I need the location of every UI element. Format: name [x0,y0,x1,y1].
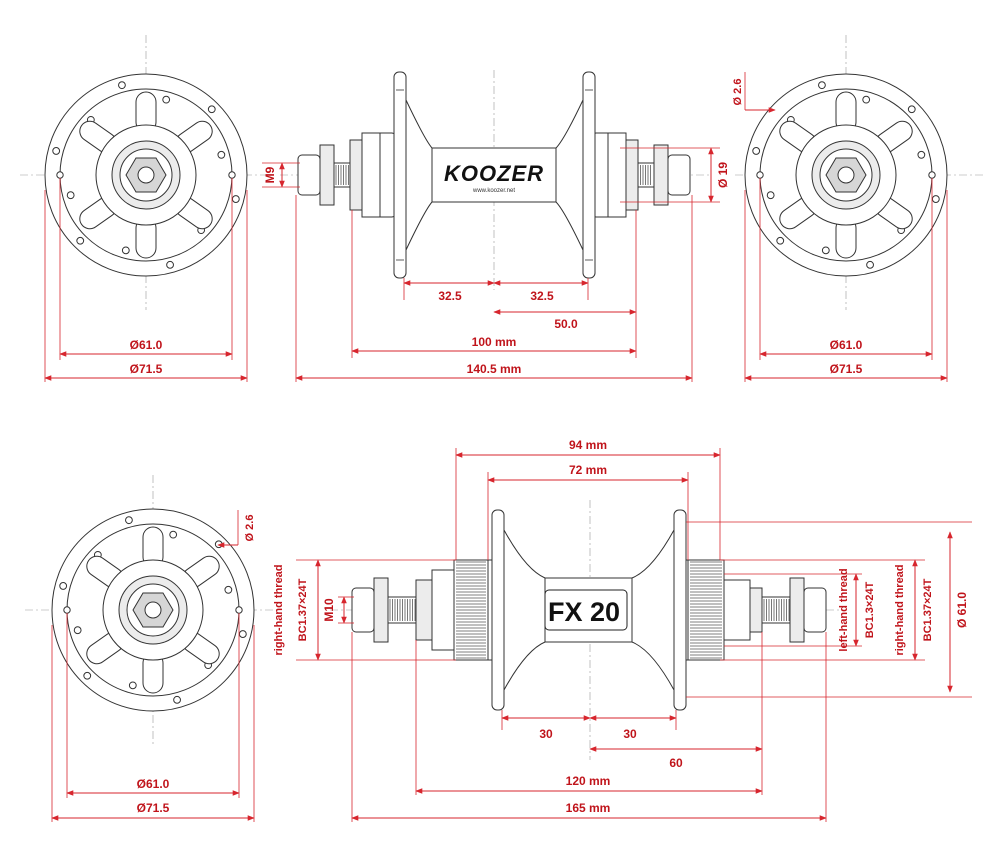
rear-axle-thread-right [763,599,790,621]
spoke-hole [238,630,247,638]
front-axle-thread-left [335,165,349,185]
spoke-hole [162,95,171,104]
spoke-hole [76,236,85,245]
front-axle-thread-label: M9 [263,166,277,183]
front-half-width-label: 50.0 [554,317,578,331]
rear-flange-left-label: 30 [539,727,553,741]
spoke-hole [821,246,830,255]
rear-left-thread-note: right-hand thread [273,564,285,655]
front-right-flange-view: Ø 2.6 Ø61.0 Ø71.5 [732,35,985,382]
front-right-pcd-label: Ø61.0 [830,338,863,352]
rear-right-outer-thread-note: right-hand thread [894,564,906,655]
spoke-hole [224,585,233,594]
spoke-hole [752,147,761,155]
front-flange-left-label: 32.5 [438,289,462,303]
spoke-hole [173,695,181,704]
spoke-hole [766,191,775,200]
rear-spoke-holes [59,516,247,704]
rear-pcd-label: Ø61.0 [137,777,170,791]
fx20-logo: FX 20 [548,597,620,627]
spoke-hole [125,516,133,525]
rear-right-outer-thread-spec: BC1.37×24T [922,578,934,641]
rear-left-threaded-body [456,561,486,659]
rear-cutouts [86,526,220,694]
spoke-hole [83,671,92,680]
rear-axle-thread-left [389,599,416,621]
rear-half-width-label: 60 [669,756,683,770]
rear-left-thread-spec: BC1.37×24T [297,578,309,641]
spoke-hole [917,150,926,159]
front-overlock-label: 100 mm [472,335,517,349]
rear-axle-thread-label: M10 [322,598,336,622]
spoke-hole [128,681,137,690]
front-hub-side-view: KOOZER www.koozer.net M9 Ø 19 32.5 32.5 … [262,70,730,382]
rear-right-inner-thread-note: left-hand thread [838,568,850,651]
koozer-logo: KOOZER [444,161,544,186]
rear-right-inner-thread-spec: BC1.3×24T [864,581,876,638]
spoke-hole [73,626,82,635]
spoke-hole [59,582,68,590]
rear-flange-right-label: 30 [623,727,637,741]
front-body-diameter-label: Ø 19 [716,162,730,188]
spoke-hole [231,195,240,203]
spoke-hole [214,540,223,549]
front-right-hole-label: Ø 2.6 [732,79,744,106]
front-right-outer-label: Ø71.5 [830,362,863,376]
front-axle-length-label: 140.5 mm [467,362,522,376]
front-flange-right-label: 32.5 [530,289,554,303]
spoke-hole [121,246,130,255]
rear-flange-view: Ø 2.6 Ø61.0 Ø71.5 [25,475,280,822]
rear-width-outer-label: 94 mm [569,438,607,452]
spoke-hole [862,95,871,104]
front-left-flange-view: Ø61.0 Ø71.5 [20,35,275,382]
rear-overlock-label: 120 mm [566,774,611,788]
spoke-hole [818,81,826,90]
rear-width-inner-label: 72 mm [569,463,607,477]
spoke-hole [169,530,178,539]
spoke-hole [118,81,126,90]
front-right-spoke-holes [752,81,940,269]
front-left-pcd-label: Ø61.0 [130,338,163,352]
rear-hub-side-view: FX 20 94 mm 72 mm M10 right-hand thread … [273,438,972,822]
koozer-website: www.koozer.net [472,188,515,194]
spoke-hole [166,260,174,269]
spoke-hole [66,191,75,200]
rear-right-threaded-body [690,561,722,659]
front-left-outer-label: Ø71.5 [130,362,163,376]
rear-axle-length-label: 165 mm [566,801,611,815]
spoke-hole [776,236,785,245]
rear-outer-label: Ø71.5 [137,801,170,815]
spoke-hole [52,147,61,155]
spoke-hole [207,105,216,114]
spoke-hole [217,150,226,159]
spoke-hole [907,105,916,114]
rear-hole-label: Ø 2.6 [244,515,256,542]
spoke-hole [866,260,874,269]
spoke-hole [931,195,940,203]
rear-flange-diameter-label: Ø 61.0 [955,592,969,628]
